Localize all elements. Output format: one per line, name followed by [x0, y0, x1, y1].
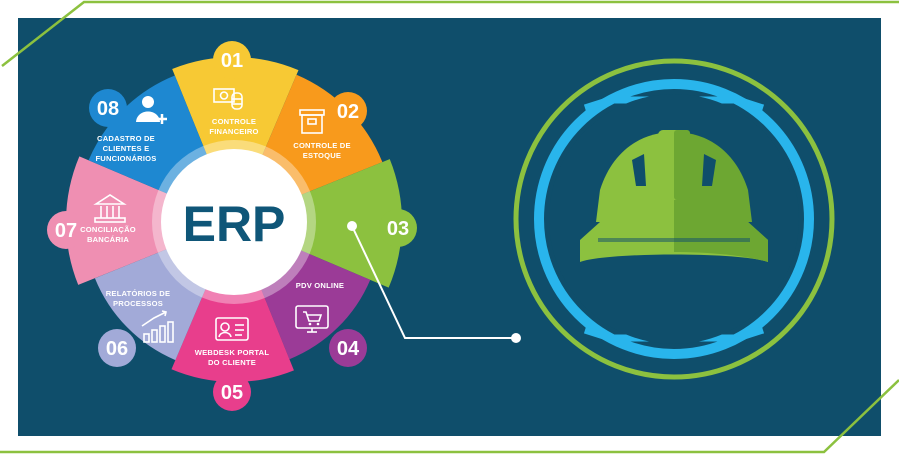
helmet-rib-right	[702, 154, 716, 186]
segment-number-01: 01	[221, 50, 243, 72]
segment-badge-04	[329, 329, 367, 367]
segment-label-08-line-3: FUNCIONÁRIOS	[95, 154, 156, 163]
segment-number-06: 06	[106, 338, 128, 360]
segment-badge-06	[98, 329, 136, 367]
helmet-rib-left	[632, 154, 646, 186]
helmet-ridge-shade	[674, 130, 690, 200]
segment-number-05: 05	[221, 382, 243, 404]
center-circle	[161, 149, 307, 295]
segment-number-07: 07	[55, 220, 77, 242]
segment-icons	[93, 88, 329, 343]
add-user-icon	[136, 96, 167, 124]
emblem-outer-ring	[513, 58, 835, 380]
frame-line-top-left	[1, 0, 899, 67]
segment-label-07-line-1: CONCILIAÇÃO	[80, 225, 136, 234]
segment-label-06-line-1: RELATÓRIOS DE	[106, 289, 170, 298]
segment-label-02-line-2: ESTOQUE	[303, 151, 341, 160]
wheel-segment-05	[171, 277, 294, 382]
segment-label-02-line-1: CONTROLE DE	[293, 141, 350, 150]
id-card-icon	[215, 317, 249, 341]
segment-number-03: 03	[387, 218, 409, 240]
segment-label-06-line-2: PROCESSOS	[113, 299, 163, 308]
frame-line-bottom-right	[0, 379, 899, 454]
emblem-blue-ring	[534, 79, 814, 359]
segment-label-01-line-2: FINANCEIRO	[209, 127, 258, 136]
segment-badge-01	[213, 41, 251, 79]
segment-label-08-line-1: CADASTRO DE	[97, 134, 155, 143]
segment-label-01-line-1: CONTROLE	[212, 117, 256, 126]
segment-badge-07	[47, 211, 85, 249]
segment-label-07-line-2: BANCÁRIA	[87, 235, 129, 244]
money-icon	[213, 88, 243, 110]
box-icon	[299, 109, 325, 134]
wheel-segment-07	[66, 156, 179, 285]
connector-dot-start	[347, 221, 357, 231]
segment-badge-03	[379, 209, 417, 247]
helmet-brim-line	[598, 238, 750, 242]
erp-wheel	[47, 41, 417, 411]
segment-number-02: 02	[337, 101, 359, 123]
segment-badge-05	[213, 373, 251, 411]
helmet-emblem	[513, 58, 835, 380]
segment-number-08: 08	[97, 98, 119, 120]
bank-icon	[93, 194, 127, 223]
segment-label-08-line-2: CLIENTES E	[103, 144, 150, 153]
connector-dot-end	[511, 333, 521, 343]
segment-label-05-line-1: WEBDESK PORTAL	[195, 348, 270, 357]
segment-badge-08	[89, 89, 127, 127]
wheel-segment-06	[94, 244, 211, 361]
wheel-segment-08	[88, 75, 212, 199]
segment-label-05-line-2: DO CLIENTE	[208, 358, 256, 367]
segment-label-04-line-1: PDV ONLINE	[296, 281, 344, 290]
cart-monitor-icon	[295, 305, 329, 333]
wheel-segment-02	[257, 74, 383, 200]
wheel-segment-03	[289, 159, 402, 288]
segment-number-04: 04	[337, 338, 360, 360]
wheel-segment-01	[172, 57, 299, 167]
segment-badge-02	[329, 92, 367, 130]
helmet-icon	[580, 130, 768, 262]
connector-line	[351, 225, 516, 339]
growth-chart-icon	[141, 310, 174, 343]
center-label: ERP	[183, 196, 286, 252]
